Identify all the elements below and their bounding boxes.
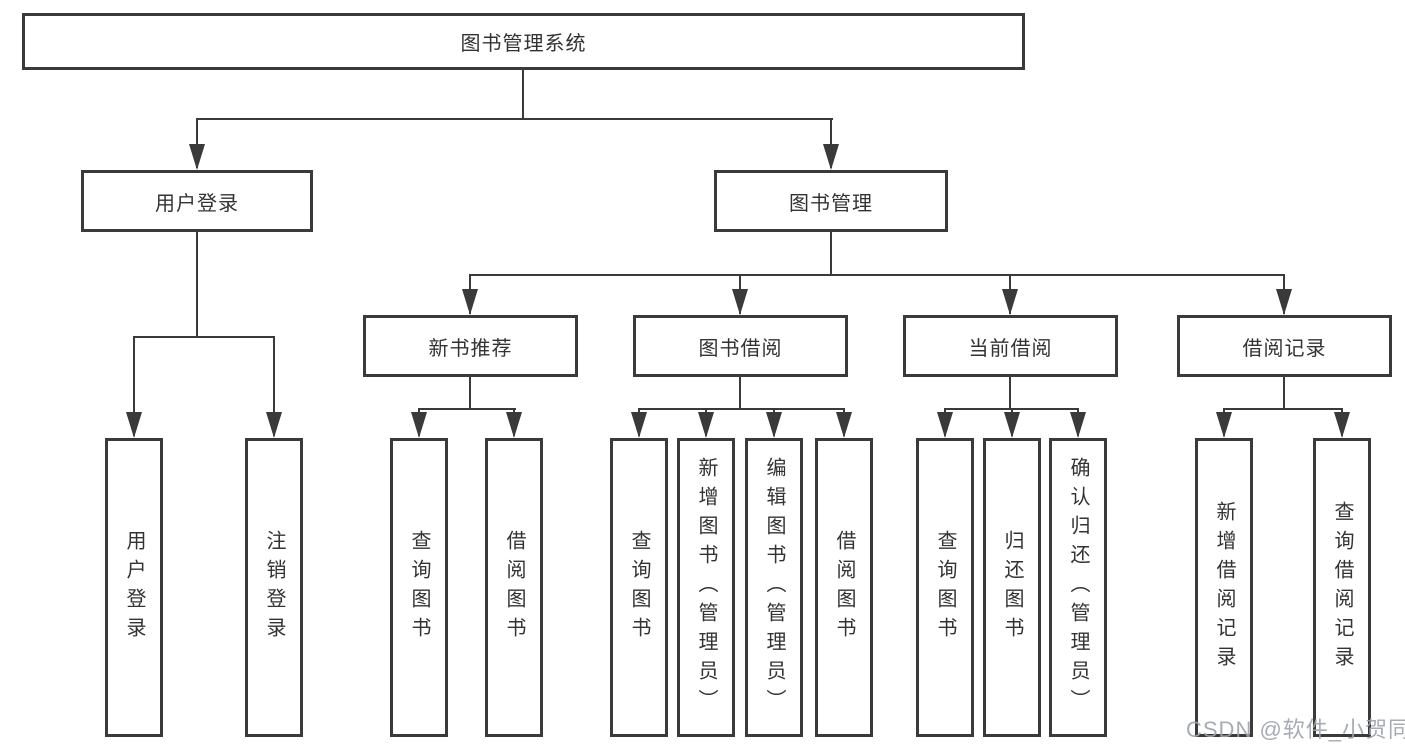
leaf-return-books-label: 归还图书: [1001, 529, 1023, 646]
connector-line: [522, 70, 524, 118]
node-user-login: 用户登录: [81, 170, 313, 232]
connector-line: [830, 232, 832, 274]
leaf-borrow-books: 借阅图书: [815, 438, 873, 737]
leaf-edit-book-admin: 编辑图书（管理员）: [745, 438, 803, 737]
leaf-borrow-books-label: 借阅图书: [833, 529, 855, 646]
leaf-borrow-books-recommend-label: 借阅图书: [503, 529, 525, 646]
leaf-return-books: 归还图书: [983, 438, 1041, 737]
connector-arrow: [631, 412, 647, 438]
connector-line: [196, 232, 198, 336]
leaf-confirm-return-admin-label: 确认归还（管理员）: [1067, 457, 1089, 718]
connector-line: [469, 377, 471, 408]
connector-arrow: [1334, 412, 1350, 438]
leaf-confirm-return-admin: 确认归还（管理员）: [1049, 438, 1107, 737]
node-root: 图书管理系统: [22, 13, 1025, 70]
connector-line: [133, 336, 135, 436]
connector-arrow: [836, 412, 852, 438]
leaf-edit-book-admin-label: 编辑图书（管理员）: [763, 457, 785, 718]
leaf-logout-label: 注销登录: [263, 529, 285, 646]
leaf-add-book-admin-label: 新增图书（管理员）: [695, 457, 717, 718]
csdn-watermark: CSDN @软件_小贺同学: [1186, 717, 1405, 742]
connector-arrow: [1002, 289, 1018, 315]
node-current-borrow-label: 当前借阅: [968, 337, 1053, 360]
connector-arrow: [1070, 412, 1086, 438]
connector-line: [133, 336, 275, 338]
leaf-user-login-label: 用户登录: [123, 529, 145, 646]
node-book-borrow-label: 图书借阅: [698, 337, 783, 360]
leaf-add-book-admin: 新增图书（管理员）: [677, 438, 735, 737]
connector-line: [638, 408, 845, 410]
node-root-label: 图书管理系统: [460, 33, 587, 55]
node-borrow-records: 借阅记录: [1177, 315, 1392, 377]
connector-arrow: [1004, 412, 1020, 438]
node-user-login-label: 用户登录: [155, 192, 239, 215]
leaf-add-borrow-record: 新增借阅记录: [1195, 438, 1253, 737]
leaf-borrow-books-recommend: 借阅图书: [485, 438, 543, 737]
connector-arrow: [506, 412, 522, 438]
connector-line: [273, 336, 275, 436]
node-book-management: 图书管理: [714, 170, 948, 232]
connector-arrow: [937, 412, 953, 438]
leaf-query-borrow-record-label: 查询借阅记录: [1331, 500, 1353, 675]
connector-arrow: [732, 289, 748, 315]
leaf-query-books-current-label: 查询图书: [934, 529, 956, 646]
leaf-query-books-borrow-label: 查询图书: [628, 529, 650, 646]
connector-arrow: [766, 412, 782, 438]
connector-arrow: [698, 412, 714, 438]
node-borrow-records-label: 借阅记录: [1242, 337, 1327, 360]
node-new-book-recommend: 新书推荐: [363, 315, 578, 377]
connector-arrow: [462, 289, 478, 315]
connector-line: [1283, 377, 1285, 408]
connector-line: [418, 408, 516, 410]
leaf-query-borrow-record: 查询借阅记录: [1313, 438, 1371, 737]
connector-line: [469, 274, 1285, 276]
leaf-query-books-recommend: 查询图书: [390, 438, 448, 737]
connector-line: [1223, 408, 1343, 410]
node-new-book-recommend-label: 新书推荐: [428, 337, 513, 360]
connector-line: [1009, 377, 1011, 408]
leaf-user-login: 用户登录: [105, 438, 163, 737]
node-current-borrow: 当前借阅: [903, 315, 1118, 377]
connector-arrow: [189, 144, 205, 170]
connector-line: [830, 118, 832, 168]
node-book-borrow: 图书借阅: [633, 315, 848, 377]
connector-arrow: [411, 412, 427, 438]
leaf-query-books-recommend-label: 查询图书: [408, 529, 430, 646]
connector-arrow: [126, 412, 142, 438]
connector-arrow: [1216, 412, 1232, 438]
connector-arrow: [266, 412, 282, 438]
connector-arrow: [823, 144, 839, 170]
connector-line: [739, 377, 741, 408]
connector-arrow: [1276, 289, 1292, 315]
leaf-add-borrow-record-label: 新增借阅记录: [1213, 500, 1235, 675]
leaf-query-books-current: 查询图书: [916, 438, 974, 737]
node-book-management-label: 图书管理: [789, 192, 873, 215]
connector-line: [196, 118, 198, 168]
leaf-query-books-borrow: 查询图书: [610, 438, 668, 737]
leaf-logout: 注销登录: [245, 438, 303, 737]
connector-line: [196, 118, 833, 120]
